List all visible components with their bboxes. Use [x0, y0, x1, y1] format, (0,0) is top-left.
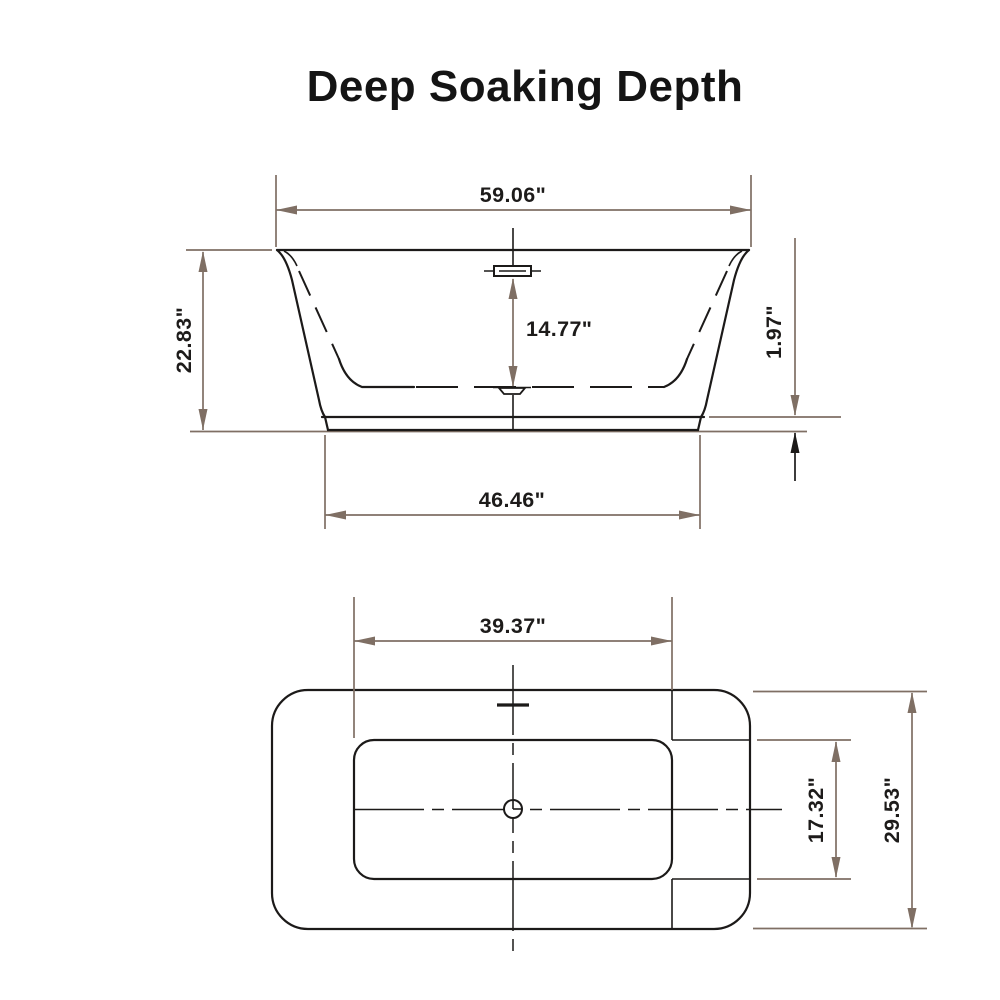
- inner-floor-right-curve: [662, 357, 689, 389]
- dim-label-basin-width: 17.32": [804, 777, 828, 843]
- arrowhead-down: [508, 366, 518, 387]
- dim-label-base-width: 46.46": [479, 488, 545, 512]
- dim-label-overall-width: 59.06": [480, 183, 546, 207]
- arrowhead-up: [198, 251, 208, 272]
- dim-overall-height: 22.83": [172, 249, 272, 430]
- dim-base-height: 1.97": [709, 238, 841, 481]
- dim-overall-width: 59.06": [275, 175, 752, 247]
- arrowhead-up: [790, 432, 800, 453]
- arrowhead-right: [679, 510, 700, 520]
- dim-label-base-height: 1.97": [762, 305, 786, 359]
- dim-basin-width: 17.32": [757, 739, 851, 880]
- drain-body: [497, 387, 527, 395]
- dim-plan-overall-width: 29.53": [753, 690, 927, 930]
- drain-fitting: [493, 386, 531, 431]
- dim-base-width: 46.46": [324, 435, 701, 529]
- arrowhead-right: [730, 205, 751, 215]
- dim-label-soak-depth: 14.77": [526, 317, 592, 341]
- dim-label-basin-length: 39.37": [480, 614, 546, 638]
- dim-soaking-depth: 14.77": [508, 278, 592, 387]
- dim-label-plan-overall-width: 29.53": [880, 777, 904, 843]
- arrowhead-right: [651, 636, 672, 646]
- arrowhead-up: [508, 278, 518, 299]
- inner-wall-left: [298, 270, 340, 360]
- arrowhead-up: [907, 692, 917, 713]
- dim-basin-length: 39.37": [353, 597, 673, 738]
- inner-wall-right-top: [728, 250, 743, 267]
- arrowhead-left: [325, 510, 346, 520]
- arrowhead-left: [276, 205, 297, 215]
- inner-floor-left-curve: [337, 357, 416, 389]
- inner-wall-right: [686, 270, 728, 360]
- side-elevation-view: 59.06" 22.83" 14.77" 1.97": [172, 175, 841, 529]
- dim-label-overall-height: 22.83": [172, 307, 196, 373]
- inner-wall-left-top: [283, 250, 298, 267]
- arrowhead-down: [907, 908, 917, 929]
- arrowhead-up: [831, 741, 841, 762]
- outer-wall-left: [275, 248, 327, 419]
- arrowhead-down: [198, 409, 208, 430]
- outer-wall-right: [699, 248, 751, 419]
- overflow-fitting: [484, 228, 541, 277]
- arrowhead-down: [790, 395, 800, 416]
- arrowhead-left: [354, 636, 375, 646]
- arrowhead-down: [831, 857, 841, 878]
- drain-symbol: [503, 799, 523, 819]
- page-title: Deep Soaking Depth: [307, 62, 744, 111]
- top-plan-view: 39.37" 17.32" 29.53": [270, 597, 927, 953]
